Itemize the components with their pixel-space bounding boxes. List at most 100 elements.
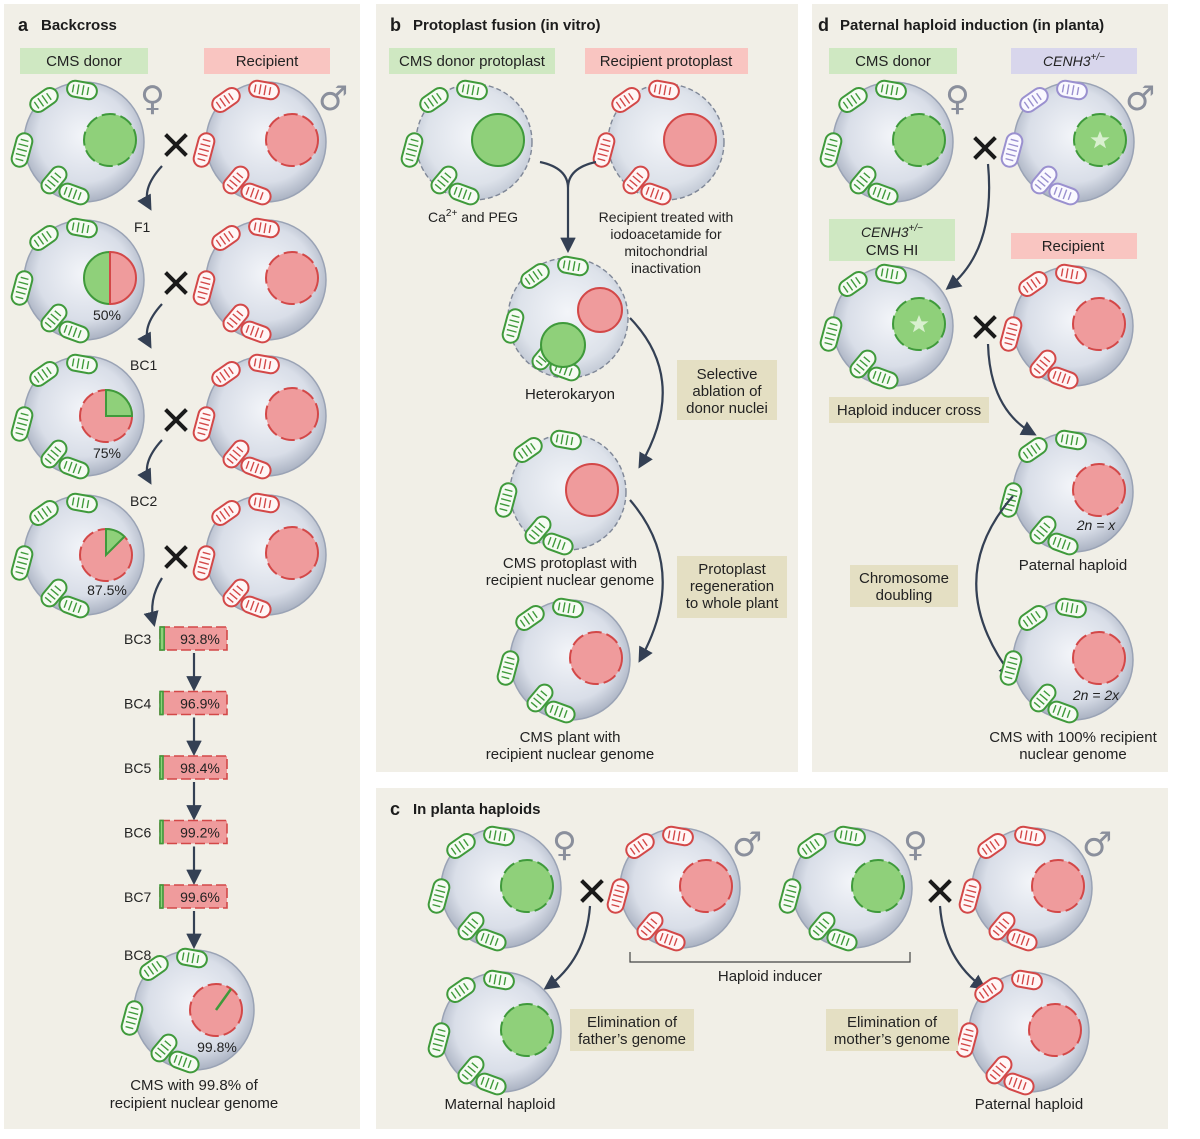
regen-text-3: to whole plant <box>686 595 779 612</box>
gen-label: BC4 <box>124 696 151 712</box>
ablation-text-2: ablation of <box>692 383 762 400</box>
ploidy-doubled: 2n = 2x <box>1072 687 1120 703</box>
panel-b-letter: b <box>390 15 401 35</box>
donor-protoplast-label: CMS donor protoplast <box>399 53 546 70</box>
bar-value: 98.4% <box>180 760 220 776</box>
panel-c-title: In planta haploids <box>413 801 541 818</box>
elim-mother-2: mother’s genome <box>834 1031 950 1048</box>
donor-protoplast-label-box <box>389 48 555 74</box>
pct-bc1: 75% <box>93 445 121 461</box>
arrow-to-cms-plant <box>629 499 664 663</box>
gen-label: BC5 <box>124 760 151 776</box>
panel-b-title: Protoplast fusion (in vitro) <box>413 17 601 34</box>
c-male-symbol-1: ♂ <box>732 825 762 865</box>
cms-hi-label-1: CENH3+/− <box>861 223 923 240</box>
panel-a-letter: a <box>18 15 29 35</box>
paternal-haploid-label: Paternal haploid <box>975 1096 1083 1113</box>
c-female-symbol-1: ♀ <box>552 825 577 865</box>
panel-d-title: Paternal haploid induction (in planta) <box>840 17 1104 34</box>
arrow-to-cms-hi <box>945 163 991 290</box>
arrow-to-maternal <box>543 905 592 990</box>
bar-value: 96.9% <box>180 696 220 712</box>
doubling-text-2: doubling <box>876 587 933 604</box>
elim-father-1: Elimination of <box>587 1014 678 1031</box>
regen-text-1: Protoplast <box>698 561 766 578</box>
cms-hi-label-box <box>829 219 955 261</box>
d-cms-donor-label: CMS donor <box>855 53 931 70</box>
arrow-to-bc3 <box>143 577 163 627</box>
treat-text-4: inactivation <box>631 260 701 276</box>
regen-text-2: regeneration <box>690 578 774 595</box>
cenh3-label-box <box>1011 48 1137 74</box>
c-male-symbol-2: ♂ <box>1082 825 1112 865</box>
ablation-text-1: Selective <box>697 366 758 383</box>
arrow-to-doubled <box>975 495 1014 679</box>
pct-bc8: 99.8% <box>197 1039 237 1055</box>
hi-cross-box <box>829 397 989 423</box>
maternal-haploid-label: Maternal haploid <box>445 1096 556 1113</box>
cell-f1 <box>8 216 145 346</box>
arrow-to-bc1 <box>137 303 163 349</box>
cms-hi-label-2: CMS HI <box>866 242 919 259</box>
gen-f1: F1 <box>134 219 151 235</box>
female-symbol: ♀ <box>140 79 165 119</box>
final-caption-1: CMS with 99.8% of <box>130 1077 258 1094</box>
elim-mother-1: Elimination of <box>847 1014 938 1031</box>
d-male-symbol: ♂ <box>1125 79 1155 119</box>
d-recipient-label: Recipient <box>1042 238 1105 255</box>
cms-protoplast-2: recipient nuclear genome <box>486 572 654 589</box>
bar-value: 99.2% <box>180 825 220 841</box>
male-symbol: ♂ <box>318 79 348 119</box>
bar-value: 99.6% <box>180 889 220 905</box>
arrow-to-cms-protoplast <box>629 317 664 469</box>
cell-bc1 <box>8 352 145 482</box>
bar-bc4: BC4 96.9% <box>124 690 228 757</box>
final-caption-2: recipient nuclear genome <box>110 1095 278 1112</box>
heterokaryon-label: Heterokaryon <box>525 386 615 403</box>
pct-bc2: 87.5% <box>87 582 127 598</box>
bar-donor-fill <box>159 690 164 716</box>
ca-peg-label: Ca2+ and PEG <box>428 208 518 225</box>
heterokaryon-cell <box>499 254 629 384</box>
treat-text-1: Recipient treated with <box>599 209 734 225</box>
bar-value: 93.8% <box>180 631 220 647</box>
recipient-protoplast-label: Recipient protoplast <box>600 53 733 70</box>
bar-donor-fill <box>159 884 164 909</box>
bar-donor-fill <box>159 755 164 780</box>
arrow-to-paternal <box>938 905 987 990</box>
elim-mother-box <box>826 1009 958 1051</box>
cms-donor-label: CMS donor <box>46 53 122 70</box>
ploidy-haploid: 2n = x <box>1076 517 1117 533</box>
haploid-inducer-label: Haploid inducer <box>718 968 822 985</box>
treat-text-2: iodoacetamide for <box>610 226 722 242</box>
gen-bc1: BC1 <box>130 357 157 373</box>
cenh3-label: CENH3+/− <box>1043 52 1105 69</box>
c-female-symbol-2: ♀ <box>903 825 928 865</box>
pct-f1: 50% <box>93 307 121 323</box>
d-cms-donor-label-box <box>829 48 957 74</box>
bar-donor-fill <box>159 626 165 651</box>
cms-donor-label-box <box>20 48 148 74</box>
d-paternal-haploid-label: Paternal haploid <box>1019 557 1127 574</box>
recipient-protoplast-label-box <box>585 48 748 74</box>
hi-cross-label: Haploid inducer cross <box>837 402 981 419</box>
cell-bc2 <box>8 491 145 621</box>
arrow-to-paternal-haploid <box>986 343 1037 436</box>
d-recipient-label-box <box>1011 233 1137 259</box>
bar-donor-fill <box>159 819 164 845</box>
cms-plant-2: recipient nuclear genome <box>486 746 654 763</box>
panel-a-title: Backcross <box>41 17 117 34</box>
d-final-caption-2: nuclear genome <box>1019 746 1127 763</box>
gen-bc8: BC8 <box>124 947 151 963</box>
arrow-to-bc2 <box>137 439 163 485</box>
elim-father-box <box>570 1009 694 1051</box>
recipient-label: Recipient <box>236 53 299 70</box>
d-final-caption-1: CMS with 100% recipient <box>989 729 1157 746</box>
regeneration-box <box>677 556 787 618</box>
treat-text-3: mitochondrial <box>624 243 707 259</box>
